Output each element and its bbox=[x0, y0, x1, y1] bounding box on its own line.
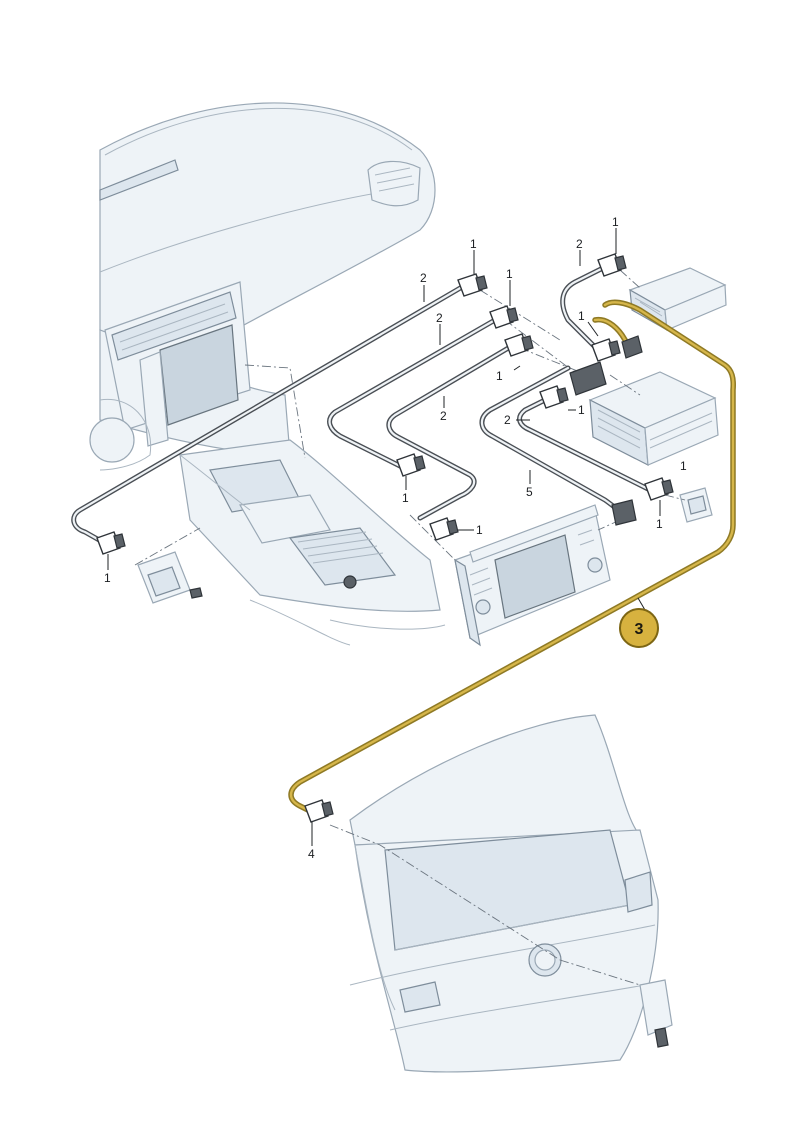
antenna-amplifier-module bbox=[137, 551, 203, 604]
dashboard bbox=[89, 102, 446, 646]
label-mid-connector-a: 1 bbox=[506, 267, 513, 281]
label-mid-connector-c: 1 bbox=[402, 491, 409, 505]
label-right-cable-mid: 2 bbox=[504, 413, 511, 427]
usb-module bbox=[679, 487, 713, 523]
highlighted-cable-3 bbox=[288, 299, 736, 815]
part-number-labels: 1 2 1 2 1 2 1 1 1 2 1 1 2 1 5 1 1 4 bbox=[104, 215, 687, 861]
label-right-cable-top: 2 bbox=[576, 237, 583, 251]
label-right-connector-low: 1 bbox=[656, 517, 663, 531]
label-mid-cable: 2 bbox=[436, 311, 443, 325]
label-cable-5: 5 bbox=[526, 485, 533, 499]
label-tailgate-connector: 4 bbox=[308, 847, 315, 861]
callout-badge-3: 3 bbox=[619, 608, 659, 648]
callout-number: 3 bbox=[635, 621, 644, 638]
control-unit-lower bbox=[588, 371, 719, 467]
leader-lines bbox=[107, 228, 661, 846]
connectors bbox=[96, 253, 674, 823]
label-right-connector-top: 1 bbox=[612, 215, 619, 229]
control-unit-upper bbox=[628, 267, 727, 332]
label-mid-connector-b: 1 bbox=[496, 369, 503, 383]
label-top-connector: 1 bbox=[470, 237, 477, 251]
label-right-connector-end: 1 bbox=[680, 459, 687, 473]
infotainment-head-unit bbox=[454, 504, 611, 647]
label-lower-connector: 1 bbox=[476, 523, 483, 537]
label-left-cable: 2 bbox=[420, 271, 427, 285]
tailgate bbox=[349, 714, 673, 1073]
label-mid-cable-lower: 2 bbox=[440, 409, 447, 423]
label-right-connector-mid: 1 bbox=[578, 403, 585, 417]
label-rear-connector: 1 bbox=[104, 571, 111, 585]
label-cable-small: 1 bbox=[578, 309, 585, 323]
antenna-cables bbox=[71, 265, 653, 548]
